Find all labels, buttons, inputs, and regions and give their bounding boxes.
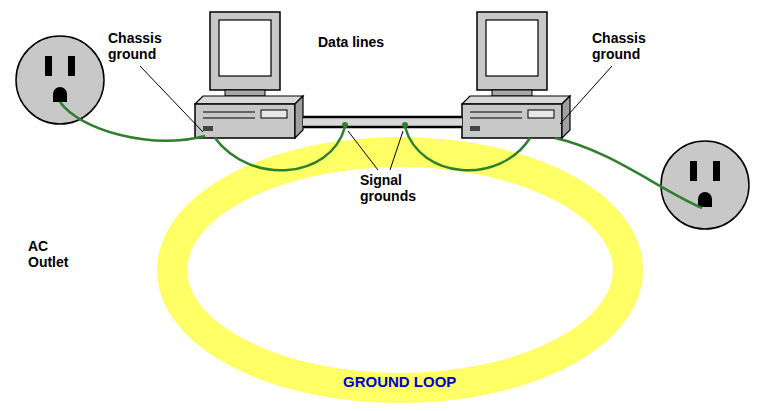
data-line [303,116,462,119]
part-label: AC Outlet [28,238,86,270]
data-cable [303,117,462,127]
ac-outlet [661,141,749,229]
signal-ground-dot [342,122,348,128]
signal-ground-dot [402,122,408,128]
part-label: Data lines [318,34,384,50]
part-label: Signal grounds [360,172,435,204]
ground-wires [60,102,702,208]
computer [462,12,570,138]
leader-lines [140,66,612,170]
part-label: Chassis ground [592,30,667,62]
loop-title: GROUND LOOP [343,374,456,390]
ac-outlet [16,36,104,124]
data-line [303,126,462,129]
part-label: Chassis ground [108,30,183,62]
ground-loop-band [172,152,628,388]
computer [195,12,303,138]
